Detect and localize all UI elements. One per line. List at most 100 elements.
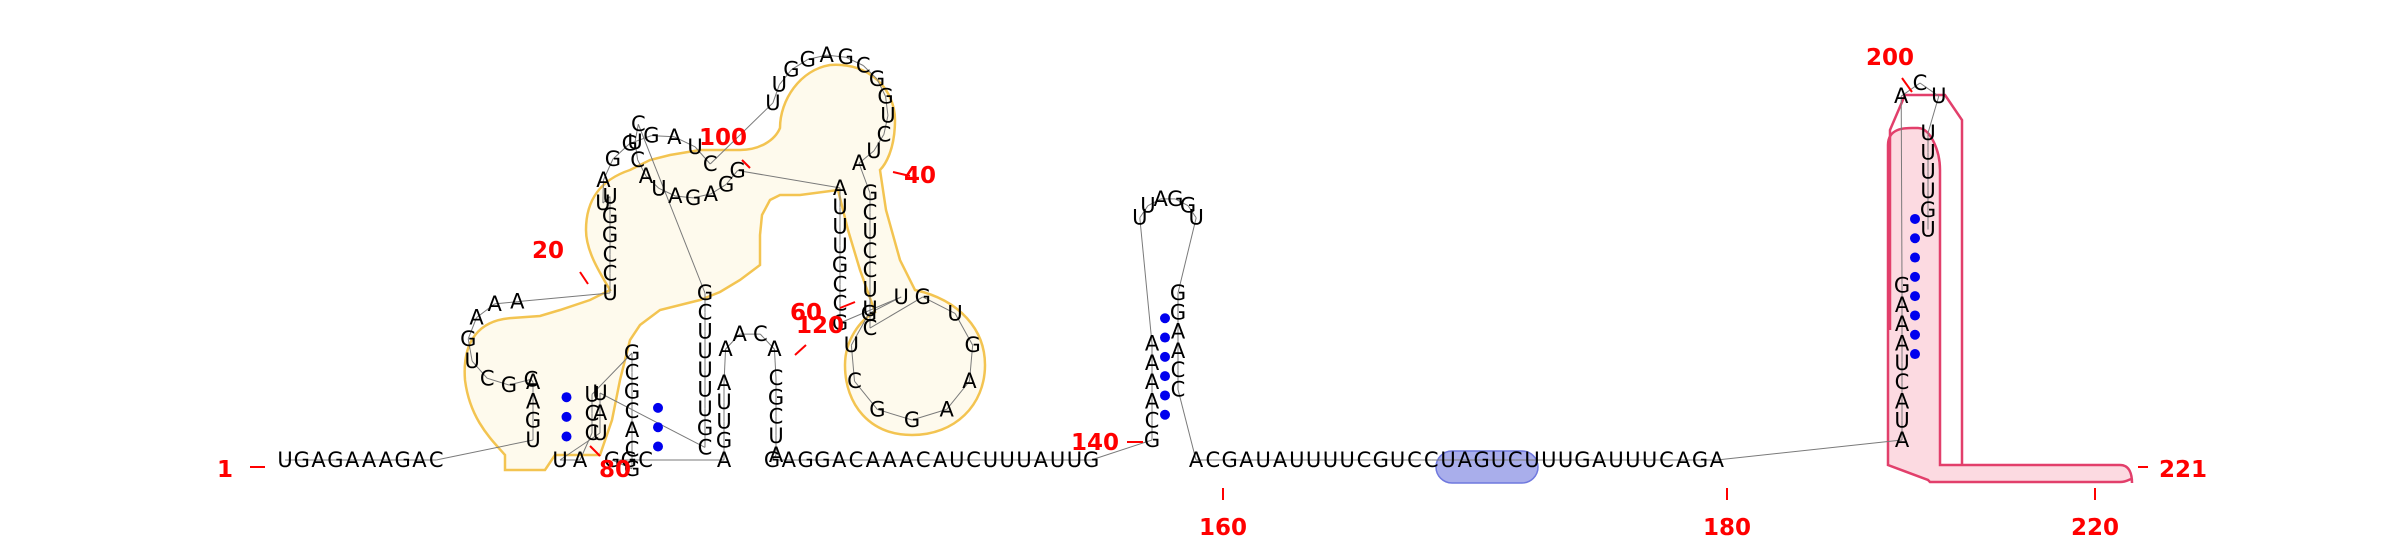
nucleotide: A: [718, 337, 733, 361]
nucleotide: A: [1895, 428, 1910, 452]
backbone-segment: [487, 377, 510, 386]
base-pair-dot: [1910, 213, 1920, 224]
backbone-segment: [1187, 205, 1197, 219]
nucleotide: C: [863, 316, 878, 340]
base-pair-dot: [1910, 271, 1920, 282]
backbone-segment: [873, 134, 885, 152]
nucleotide: G: [501, 373, 517, 397]
nucleotide: C: [703, 152, 718, 176]
backbone-segment: [1139, 205, 1149, 219]
nucleotide: U: [1558, 448, 1573, 472]
nucleotide: G: [1894, 274, 1910, 298]
nucleotide: G: [1920, 198, 1936, 222]
nucleotide: A: [526, 389, 541, 413]
nucleotide: C: [833, 292, 848, 316]
nucleotide: A: [1895, 332, 1910, 356]
nucleotide: A: [1458, 448, 1473, 472]
nucleotide: A: [1034, 448, 1049, 472]
backbone-segment: [1091, 439, 1153, 461]
nucleotide: G: [1373, 448, 1389, 472]
nucleotide: A: [362, 448, 377, 472]
nucleotide: C: [1357, 448, 1372, 472]
nucleotide: G: [394, 448, 410, 472]
nucleotide: G: [602, 204, 618, 228]
nucleotide: A: [1895, 293, 1910, 317]
backbone-segment: [791, 58, 809, 71]
nucleotide: A: [962, 369, 977, 393]
nucleotide: A: [1273, 448, 1288, 472]
nucleotide: U: [687, 135, 702, 159]
backbone-segment: [826, 54, 846, 58]
backbone-segment: [968, 345, 974, 382]
nucleotide: C: [429, 448, 444, 472]
nucleotide: U: [1016, 448, 1031, 472]
base-pairs: [561, 213, 1920, 452]
backbone-segment: [839, 296, 902, 324]
nucleotide: A: [667, 125, 682, 149]
position-label: 160: [1199, 515, 1247, 541]
nucleotide: U: [1189, 206, 1204, 230]
position-tick: [794, 344, 807, 356]
nucleotide: U: [1894, 351, 1909, 375]
nucleotide: U: [1306, 448, 1321, 472]
backbone-segment: [773, 349, 777, 379]
nucleotide: G: [838, 45, 854, 69]
backbone-segment: [723, 349, 727, 383]
nucleotide: A: [939, 397, 954, 421]
backbone-segment: [602, 158, 614, 181]
position-label: 220: [2071, 515, 2119, 541]
backbone-segment: [850, 313, 870, 346]
nucleotide: U: [832, 234, 847, 258]
backbone-segment: [1927, 96, 1940, 134]
backbone-segment: [1716, 439, 1903, 461]
nucleotide: A: [704, 182, 719, 206]
backbone-segment: [675, 195, 694, 199]
nucleotide: A: [819, 43, 834, 67]
base-pair-dot: [1910, 349, 1920, 360]
nucleotide: C: [524, 367, 539, 391]
nucleotide: A: [1154, 187, 1169, 211]
nucleotide: C: [603, 242, 618, 266]
position-label: 80: [599, 457, 631, 483]
backbone-segment: [954, 313, 974, 346]
nucleotide: A: [769, 443, 784, 467]
backbone-segment: [612, 143, 631, 160]
nucleotide: U: [1390, 448, 1405, 472]
pink-highlight-region: [1886, 126, 2134, 484]
nucleotide: A: [1676, 448, 1691, 472]
backbone-segment: [674, 136, 696, 148]
position-label: 40: [904, 163, 936, 189]
backbone-segment: [710, 184, 727, 195]
base-pair-dot: [1160, 332, 1170, 343]
position-label: 1: [217, 457, 233, 483]
nucleotide: U: [277, 448, 292, 472]
backbone-segment: [629, 135, 652, 144]
position-label: 20: [532, 238, 564, 264]
position-tick: [839, 301, 856, 309]
nucleotide: A: [866, 448, 881, 472]
nucleotide: G: [832, 253, 848, 277]
nucleotide: A: [717, 371, 732, 395]
nucleotide: A: [899, 448, 914, 472]
nucleotide: U: [765, 91, 780, 115]
nucleotide: G: [768, 385, 784, 409]
nucleotide: G: [460, 327, 476, 351]
nucleotide: A: [1171, 320, 1186, 344]
nucleotide: G: [1144, 428, 1160, 452]
nucleotide: U: [651, 176, 666, 200]
nucleotide: A: [311, 448, 326, 472]
nucleotide: A: [882, 448, 897, 472]
backbone-segment: [709, 102, 774, 165]
nucleotide: C: [916, 448, 931, 472]
nucleotide: G: [764, 448, 780, 472]
nucleotide: G: [915, 285, 931, 309]
nucleotide: C: [638, 448, 653, 472]
nucleotide: U: [880, 104, 895, 128]
nucleotide: U: [1541, 448, 1556, 472]
backbone-segment: [877, 408, 913, 421]
nucleotide: C: [1171, 378, 1186, 402]
nucleotide: C: [863, 239, 878, 263]
position-label: 60: [790, 300, 822, 326]
nucleotide: U: [1256, 448, 1271, 472]
nucleotide: G: [1167, 187, 1183, 211]
